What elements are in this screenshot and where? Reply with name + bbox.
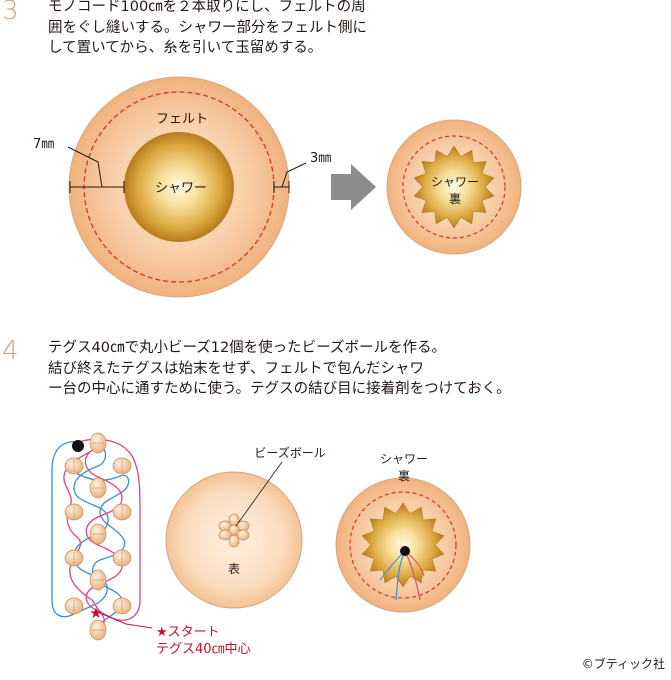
- dimension-7mm: [67, 146, 125, 193]
- felt-label: フェルト: [156, 112, 208, 127]
- start-leader-line: [99, 612, 153, 629]
- bead-holes: [73, 442, 123, 631]
- step-3-instructions: モノコード100㎝を２本取りにし、フェルトの周 囲をぐし縫いする。シャワー部分を…: [48, 0, 367, 56]
- line-blue-2: [69, 469, 130, 629]
- arrow-right-icon: [331, 164, 376, 210]
- bead-ball: [218, 513, 250, 548]
- shower-back-with-thread: シャワー 裏: [335, 452, 471, 613]
- line-pink: [77, 438, 141, 621]
- shower-disc: [124, 132, 234, 242]
- step-4-instructions: テグス40㎝で丸小ビーズ12個を使ったビーズボールを作る。 結び終えたテグスは始…: [48, 340, 511, 397]
- shower-back-label-2: 裏: [449, 191, 461, 206]
- stitch-line-dashed-back-2: [349, 491, 457, 599]
- shower-back-flower-2: [361, 502, 445, 588]
- shower-back2-label-2: 裏: [398, 468, 410, 483]
- copyright-label: ©ブティック社: [581, 657, 665, 671]
- felt-with-shower: フェルト シャワー 7㎜ 3㎜: [33, 76, 331, 298]
- step-3-number: 3: [2, 0, 19, 26]
- start-star-icon: ★: [89, 604, 102, 622]
- felt-front-with-bead-ball: ビーズボール 表: [165, 445, 326, 609]
- knot-dot-2: [400, 546, 410, 556]
- shower-back-label: シャワー: [431, 175, 479, 189]
- front-label: 表: [228, 562, 240, 576]
- dimension-3mm: [273, 162, 307, 193]
- step-4-number: 4: [2, 336, 19, 366]
- dimension-7mm-label: 7㎜: [33, 137, 54, 152]
- bead-weaving-diagram: ★ ★スタート テグス40㎝中心: [51, 432, 251, 657]
- shower-label: シャワー: [155, 181, 207, 196]
- gathered-felt-back: シャワー 裏: [386, 119, 522, 255]
- bead-ball-leader-line: [235, 461, 283, 527]
- start-label: ★スタート: [156, 625, 220, 640]
- stitch-line-dashed-back: [402, 135, 506, 239]
- shower-back-flower: [413, 145, 495, 229]
- shower-back2-label: シャワー: [380, 452, 428, 466]
- start-center-label: テグス40㎝中心: [156, 642, 251, 657]
- dimension-3mm-label: 3㎜: [310, 151, 331, 166]
- bead-ball-label: ビーズボール: [254, 445, 325, 460]
- knot-dot: [72, 440, 84, 452]
